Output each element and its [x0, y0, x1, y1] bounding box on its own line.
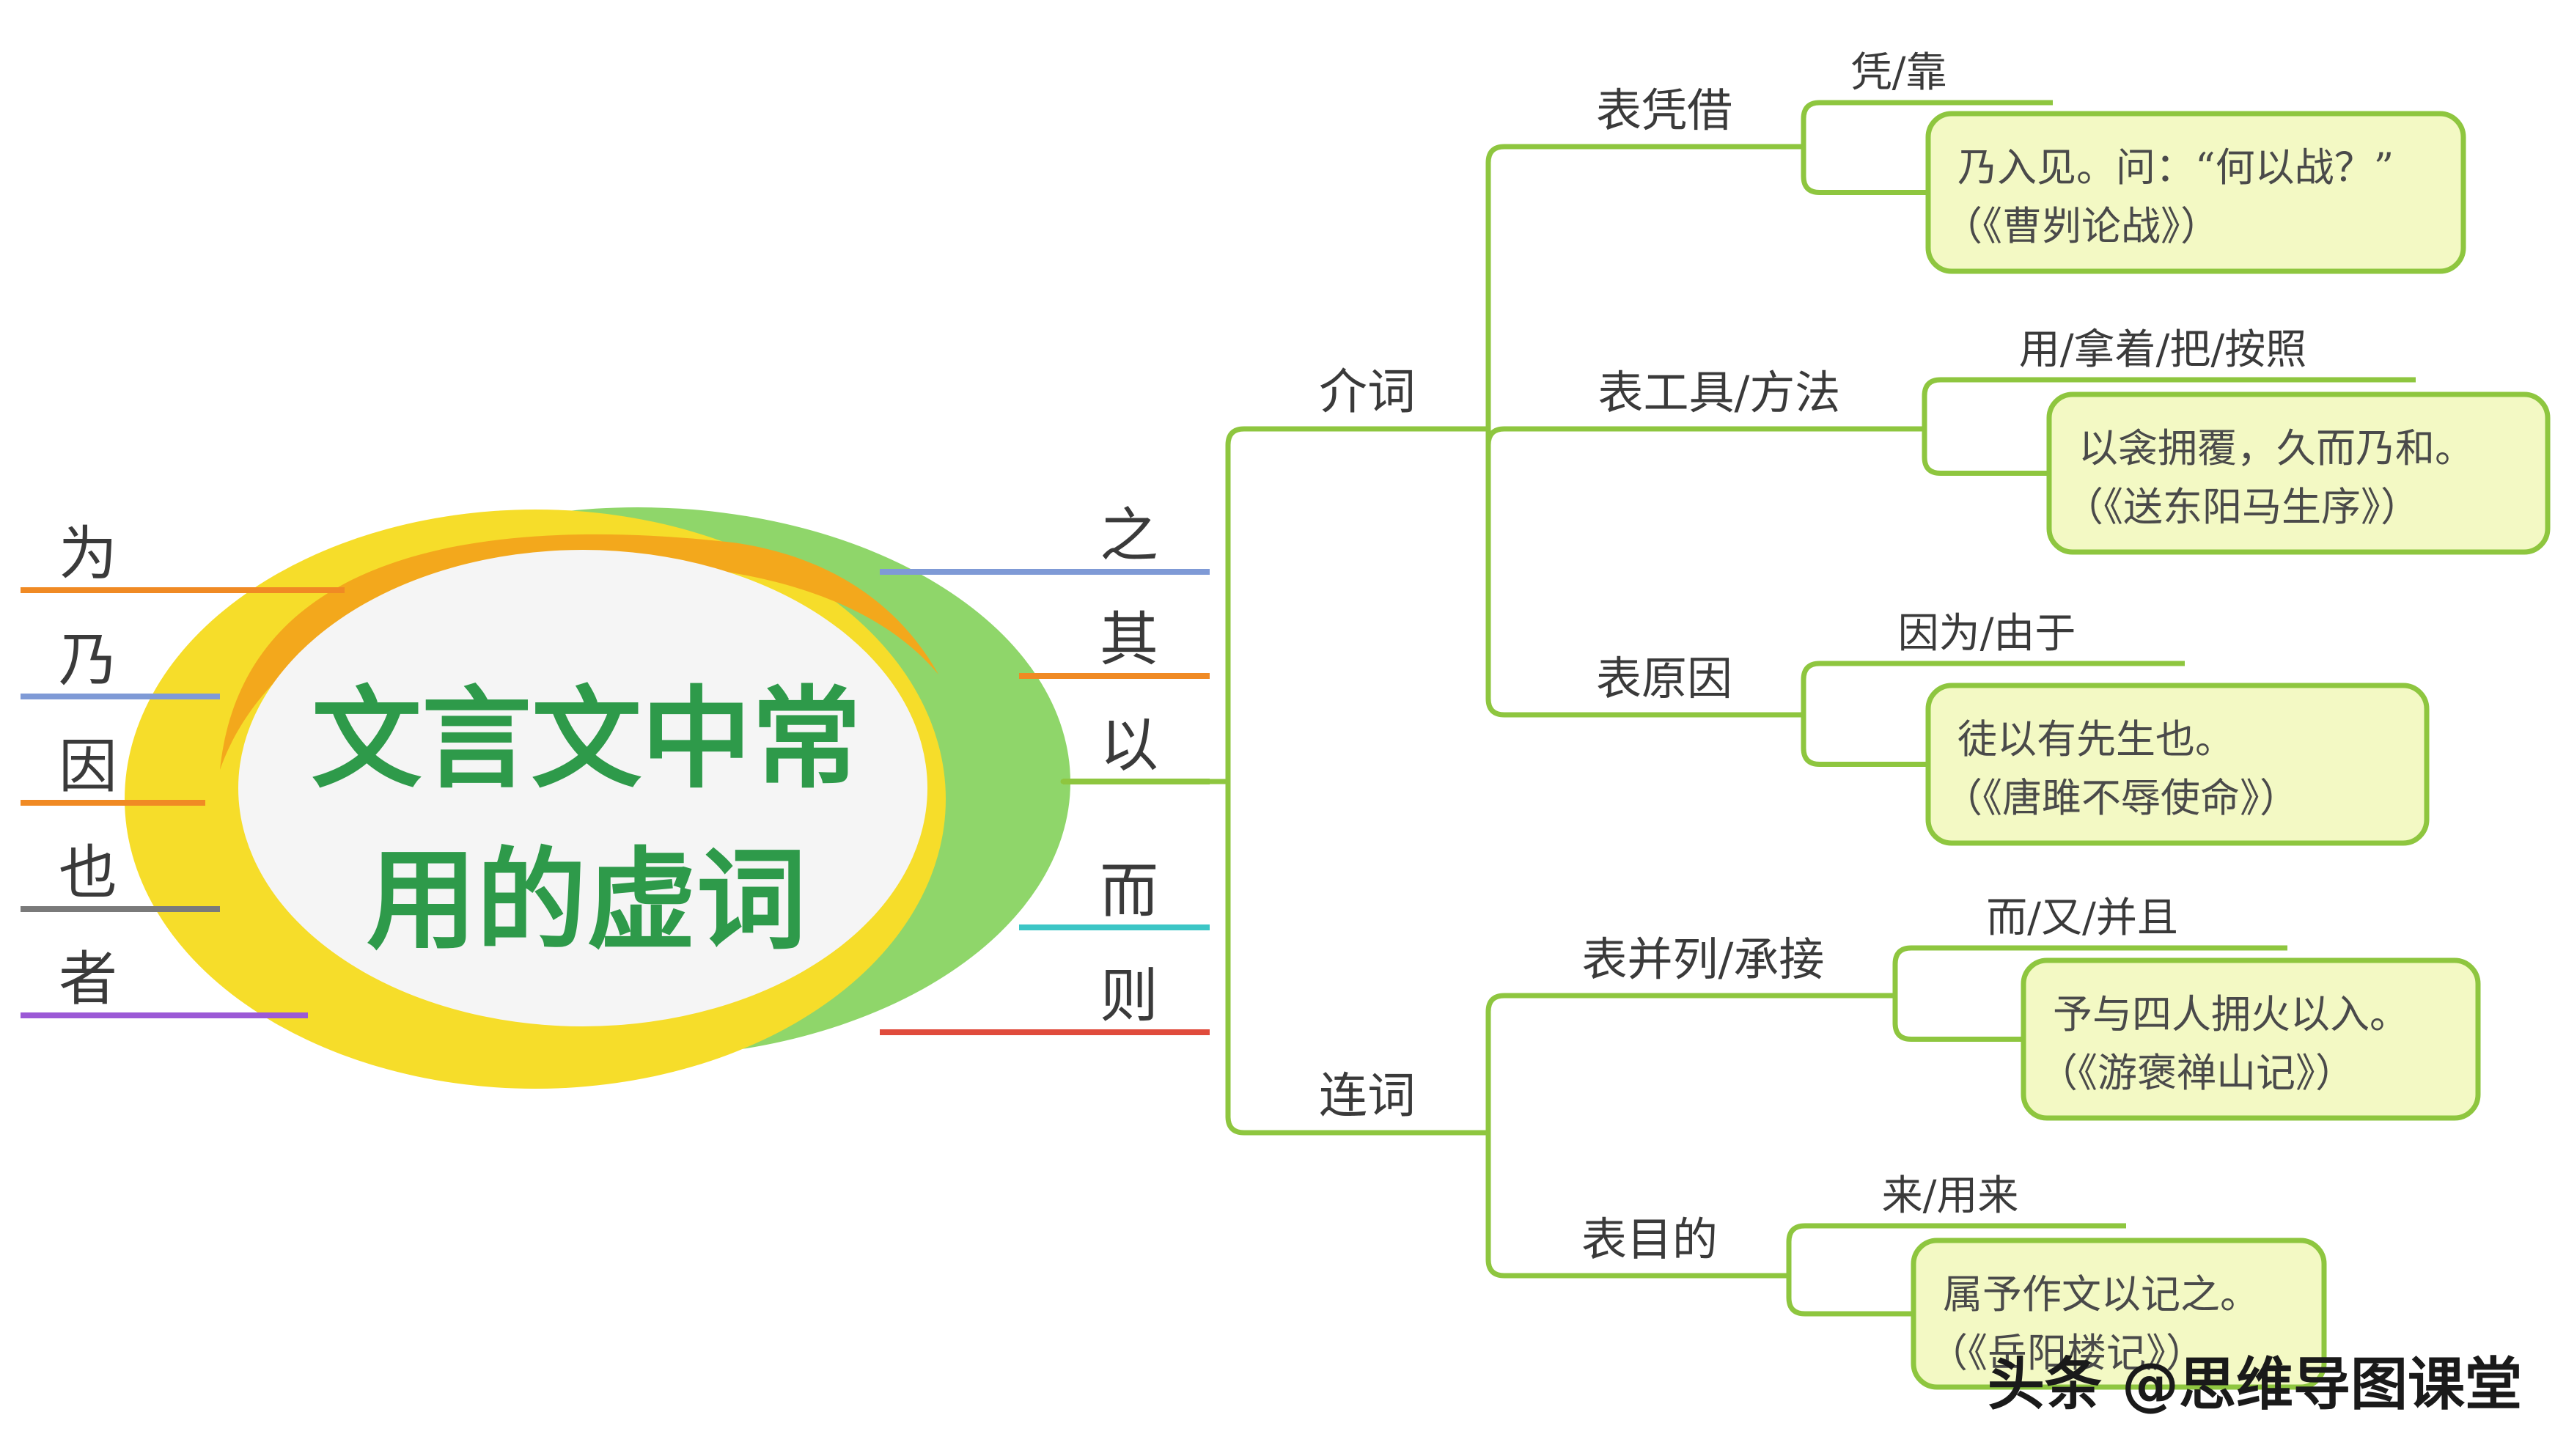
sense-connector — [1485, 1133, 1789, 1279]
left-word: 者 — [59, 945, 117, 1013]
example-connector — [1801, 715, 1928, 767]
sense-label: 表目的 — [1581, 1213, 1718, 1266]
example-connector — [1922, 429, 2049, 476]
right-word: 则 — [1100, 962, 1158, 1030]
example-source: （《游褒禅山记》） — [2038, 1050, 2355, 1096]
example-source: （《岳阳楼记》） — [1928, 1330, 2205, 1376]
example-connector — [1801, 147, 1928, 195]
left-word: 因 — [59, 732, 117, 801]
sense-connector — [1485, 993, 1895, 1133]
meaning-connector — [1801, 661, 2185, 715]
example-sentence: 以衾拥覆，久而乃和。 — [2078, 425, 2474, 471]
meaning-label: 因为/由于 — [1898, 610, 2076, 658]
sense-label: 表凭借 — [1596, 84, 1732, 137]
sense-connector — [1485, 144, 1804, 429]
meaning-connector — [1922, 377, 2416, 429]
meaning-connector — [1801, 100, 2053, 147]
category-connector — [1225, 426, 1488, 782]
category-connector — [1225, 782, 1488, 1136]
meaning-label: 凭/靠 — [1851, 49, 1947, 97]
example-sentence: 属予作文以记之。 — [1943, 1271, 2260, 1317]
central-title-line2: 用的虚词 — [367, 836, 806, 965]
right-word: 其 — [1100, 606, 1158, 674]
left-word: 乃 — [59, 626, 117, 694]
example-box — [1925, 111, 2466, 274]
meaning-label: 而/又/并且 — [1986, 894, 2178, 942]
meaning-connector — [1786, 1223, 2126, 1276]
sense-label: 表并列/承接 — [1582, 933, 1825, 986]
example-box — [2046, 391, 2551, 555]
sense-label: 表原因 — [1596, 652, 1732, 705]
right-word: 而 — [1100, 857, 1158, 925]
meaning-label: 来/用来 — [1882, 1172, 2019, 1220]
left-word: 为 — [59, 520, 117, 588]
example-box — [1911, 1238, 2327, 1390]
watermark: 头条 @思维导图课堂 — [1988, 1352, 2522, 1418]
example-connector — [1892, 996, 2023, 1042]
example-sentence: 予与四人拥火以入。 — [2053, 991, 2409, 1037]
left-word: 也 — [59, 839, 117, 907]
category-label: 连词 — [1319, 1067, 1416, 1124]
sense-label: 表工具/方法 — [1598, 366, 1841, 419]
category-label: 介词 — [1319, 364, 1416, 420]
example-source: （《曹刿论战》） — [1943, 203, 2220, 249]
example-sentence: 乃入见。问：“何以战？” — [1957, 144, 2394, 191]
sense-connector — [1485, 426, 1924, 446]
central-title-line1: 文言文中常 — [312, 674, 861, 804]
example-source: （《唐雎不辱使命》） — [1943, 775, 2299, 821]
right-word: 以 — [1100, 711, 1158, 779]
example-box — [2021, 957, 2481, 1121]
example-source: （《送东阳马生序》） — [2064, 484, 2420, 530]
meaning-connector — [1892, 945, 2287, 996]
sense-connector — [1485, 429, 1804, 718]
meaning-label: 用/拿着/把/按照 — [2019, 326, 2307, 374]
example-box — [1925, 683, 2430, 846]
central-ellipse-white — [238, 550, 927, 1026]
example-connector — [1786, 1276, 1914, 1317]
right-word: 之 — [1100, 501, 1158, 570]
example-sentence: 徒以有先生也。 — [1957, 716, 2235, 762]
central-node: 文言文中常 用的虚词 — [125, 507, 1070, 1089]
